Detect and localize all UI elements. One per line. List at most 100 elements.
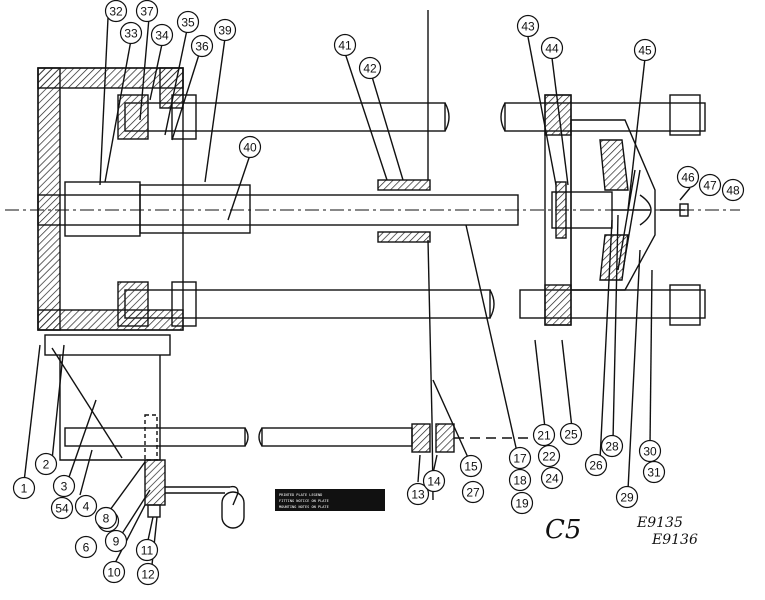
callout-number: 41 (338, 39, 352, 53)
callout-circle (516, 14, 540, 38)
callout-number: 31 (647, 466, 661, 480)
callout-number: 4 (83, 500, 90, 514)
callout-circle (459, 454, 483, 478)
callout-42: 42 (358, 56, 382, 80)
callout-number: 25 (564, 428, 578, 442)
callout-19: 19 (510, 491, 534, 515)
callout-number: 48 (726, 184, 740, 198)
callout-circle (537, 444, 561, 468)
plate-line-3: MOUNTING NOTES ON PLATE (279, 505, 329, 509)
callout-circle (102, 560, 126, 584)
callout-number: 21 (537, 429, 551, 443)
callout-3: 3 (52, 474, 76, 498)
callout-circle (540, 466, 564, 490)
callout-circle (461, 480, 485, 504)
callout-number: 40 (243, 141, 257, 155)
callout-2: 2 (34, 452, 58, 476)
callout-circle (176, 10, 200, 34)
callout-26: 26 (584, 453, 608, 477)
callout-25: 25 (559, 422, 583, 446)
callout-number: 29 (620, 491, 634, 505)
callout-circle (135, 0, 159, 23)
callout-group: 1234545689101112131415271718192122242526… (12, 0, 745, 586)
callout-circle (721, 178, 745, 202)
callout-35: 35 (176, 10, 200, 34)
callout-15: 15 (459, 454, 483, 478)
callout-circle (119, 21, 143, 45)
callout-circle (510, 491, 534, 515)
callout-circle (532, 423, 556, 447)
callout-circle (422, 469, 446, 493)
callout-number: 11 (141, 544, 154, 558)
callout-46: 46 (676, 165, 700, 189)
callout-13: 13 (406, 482, 430, 506)
callout-33: 33 (119, 21, 143, 45)
sheet-label: C5 (545, 515, 581, 545)
callout-circle (642, 460, 666, 484)
drawing-number-2: E9136 (651, 532, 698, 548)
callout-circle (94, 506, 118, 530)
callout-number: 45 (638, 44, 652, 58)
callout-circle (136, 562, 160, 586)
callout-number: 2 (43, 458, 50, 472)
callout-44: 44 (540, 36, 564, 60)
callout-11: 11 (135, 538, 159, 562)
callout-36: 36 (190, 34, 214, 58)
callout-31: 31 (642, 460, 666, 484)
callout-37: 37 (135, 0, 159, 23)
callout-30: 30 (638, 439, 662, 463)
callout-circle (104, 0, 128, 23)
callout-number: 24 (545, 472, 559, 486)
callout-number: 15 (464, 460, 478, 474)
callout-34: 34 (150, 23, 174, 47)
callout-number: 39 (218, 24, 232, 38)
callout-number: 3 (61, 480, 68, 494)
callout-circle (508, 468, 532, 492)
callout-circle (238, 135, 262, 159)
callout-circle (50, 496, 74, 520)
callout-circle (135, 538, 159, 562)
callout-number: 18 (513, 474, 527, 488)
callout-number: 46 (681, 171, 695, 185)
callout-circle (600, 434, 624, 458)
callout-circle (676, 165, 700, 189)
callout-circle (150, 23, 174, 47)
callout-45: 45 (633, 38, 657, 62)
callout-22: 22 (537, 444, 561, 468)
drawing-lines (5, 10, 740, 566)
callout-number: 34 (155, 29, 169, 43)
callout-number: 33 (124, 27, 138, 41)
callout-circle (34, 452, 58, 476)
callout-32: 32 (104, 0, 128, 23)
callout-circle (74, 494, 98, 518)
callout-number: 6 (83, 541, 90, 555)
callout-number: 17 (513, 452, 527, 466)
callout-39: 39 (213, 18, 237, 42)
callout-number: 19 (515, 497, 529, 511)
callout-10: 10 (102, 560, 126, 584)
callout-number: 14 (427, 475, 441, 489)
callout-circle (584, 453, 608, 477)
callout-number: 27 (466, 486, 480, 500)
callout-number: 1 (21, 482, 28, 496)
callout-14: 14 (422, 469, 446, 493)
plate-line-2: FITTING NOTICE ON PLATE (279, 499, 329, 503)
callout-number: 26 (589, 459, 603, 473)
callout-41: 41 (333, 33, 357, 57)
callout-number: 54 (55, 502, 69, 516)
callout-24: 24 (540, 466, 564, 490)
callout-number: 42 (363, 62, 377, 76)
callout-circle (615, 485, 639, 509)
drawing-number-1: E9135 (636, 515, 683, 531)
callout-number: 9 (113, 535, 120, 549)
callout-12: 12 (136, 562, 160, 586)
callout-circle (52, 474, 76, 498)
callout-number: 28 (605, 440, 619, 454)
callout-27: 27 (461, 480, 485, 504)
callout-circle (698, 173, 722, 197)
callout-21: 21 (532, 423, 556, 447)
callout-circle (190, 34, 214, 58)
callout-number: 13 (411, 488, 425, 502)
callout-number: 43 (521, 20, 535, 34)
